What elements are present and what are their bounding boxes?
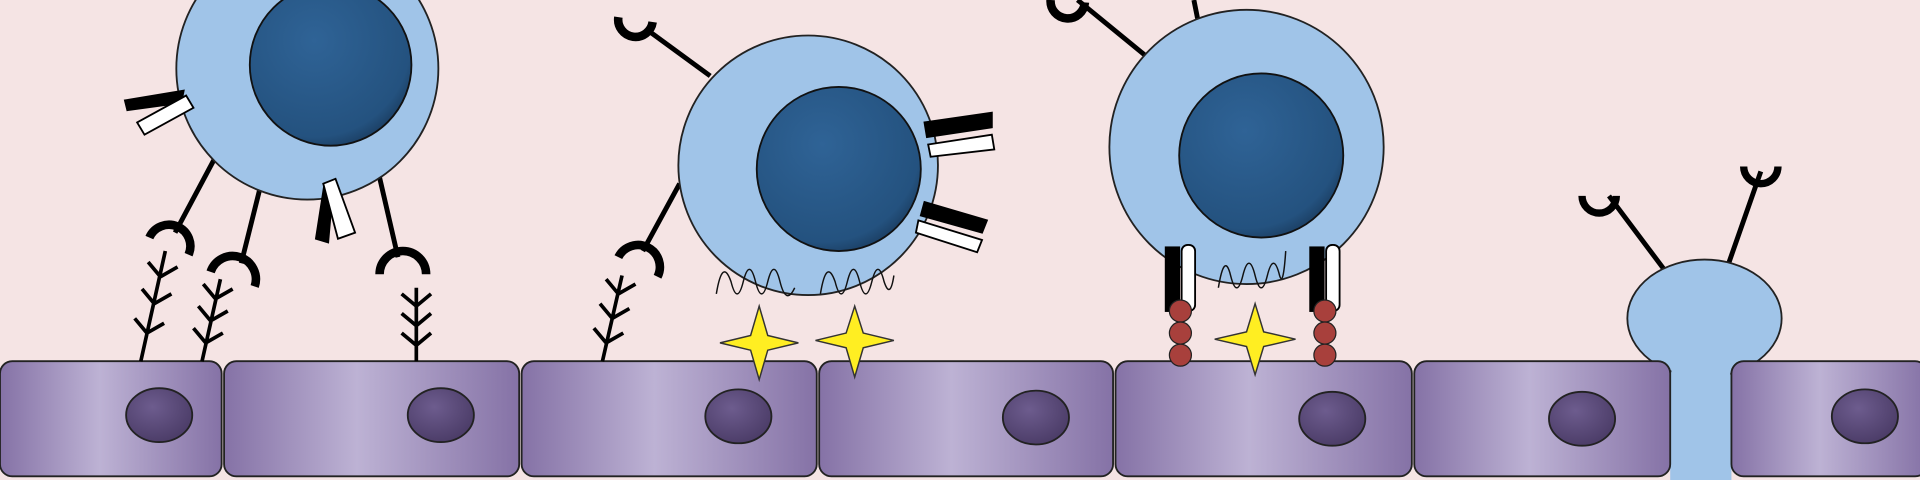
epithelial-cell bbox=[1413, 360, 1672, 478]
nucleus bbox=[248, 0, 413, 147]
immune-cell bbox=[123, 0, 440, 288]
epithelial-nucleus bbox=[1298, 390, 1367, 447]
signal-stars bbox=[719, 301, 1296, 383]
epithelial-nucleus bbox=[1548, 390, 1617, 447]
epithelial-nucleus bbox=[406, 387, 475, 443]
receptor bbox=[914, 111, 996, 254]
epithelial-nucleus bbox=[1001, 389, 1070, 446]
epithelial-cell bbox=[520, 360, 818, 478]
epithelial-cell bbox=[1114, 360, 1413, 478]
immune-cell bbox=[1046, 0, 1385, 367]
epithelial-nucleus bbox=[1830, 388, 1899, 445]
bead-chain bbox=[1168, 299, 1337, 367]
star-icon bbox=[719, 303, 799, 383]
microvilli bbox=[715, 268, 895, 297]
receptor bbox=[123, 89, 357, 244]
star-icon bbox=[815, 303, 895, 380]
surface-antigens bbox=[133, 250, 637, 362]
receptor bbox=[1164, 243, 1341, 312]
epithelial-layer bbox=[0, 360, 1920, 478]
nucleus bbox=[755, 86, 922, 252]
microvilli bbox=[1217, 250, 1287, 289]
nucleus bbox=[1178, 72, 1345, 239]
star-icon bbox=[1214, 301, 1296, 378]
epithelial-nucleus bbox=[125, 387, 194, 443]
epithelial-nucleus bbox=[704, 388, 773, 445]
immune-cell bbox=[613, 16, 996, 297]
dendritic-cell-protrusion bbox=[1578, 166, 1783, 480]
epithelial-cell bbox=[223, 360, 521, 478]
